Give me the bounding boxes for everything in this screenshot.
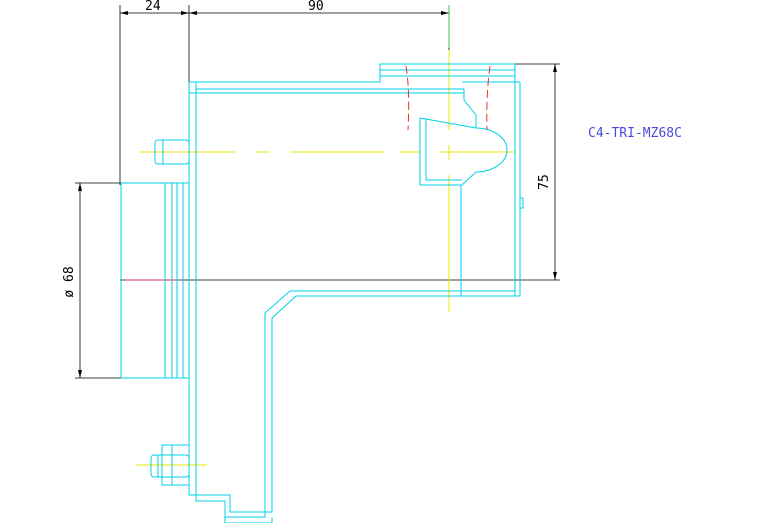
centerlines — [125, 50, 515, 466]
dimension-75-label: 75 — [537, 174, 552, 190]
dimension-top-right: 90 — [189, 0, 450, 60]
dimension-left-diameter: ø 68 — [62, 182, 122, 379]
left-flange — [120, 182, 190, 379]
dimension-24-label: 24 — [145, 0, 161, 14]
dimension-right-vertical: 75 — [120, 63, 560, 281]
dimension-diameter-label: ø 68 — [62, 266, 77, 297]
top-cap — [405, 28, 491, 131]
lower-bolt — [150, 444, 190, 486]
right-tab — [519, 197, 524, 209]
dimension-90-label: 90 — [308, 0, 324, 14]
bracket-outline — [188, 63, 521, 523]
dimension-top-left: 24 — [119, 0, 190, 185]
part-number-label: C4-TRI-MZ68C — [588, 126, 682, 141]
upper-bolt — [154, 139, 190, 165]
